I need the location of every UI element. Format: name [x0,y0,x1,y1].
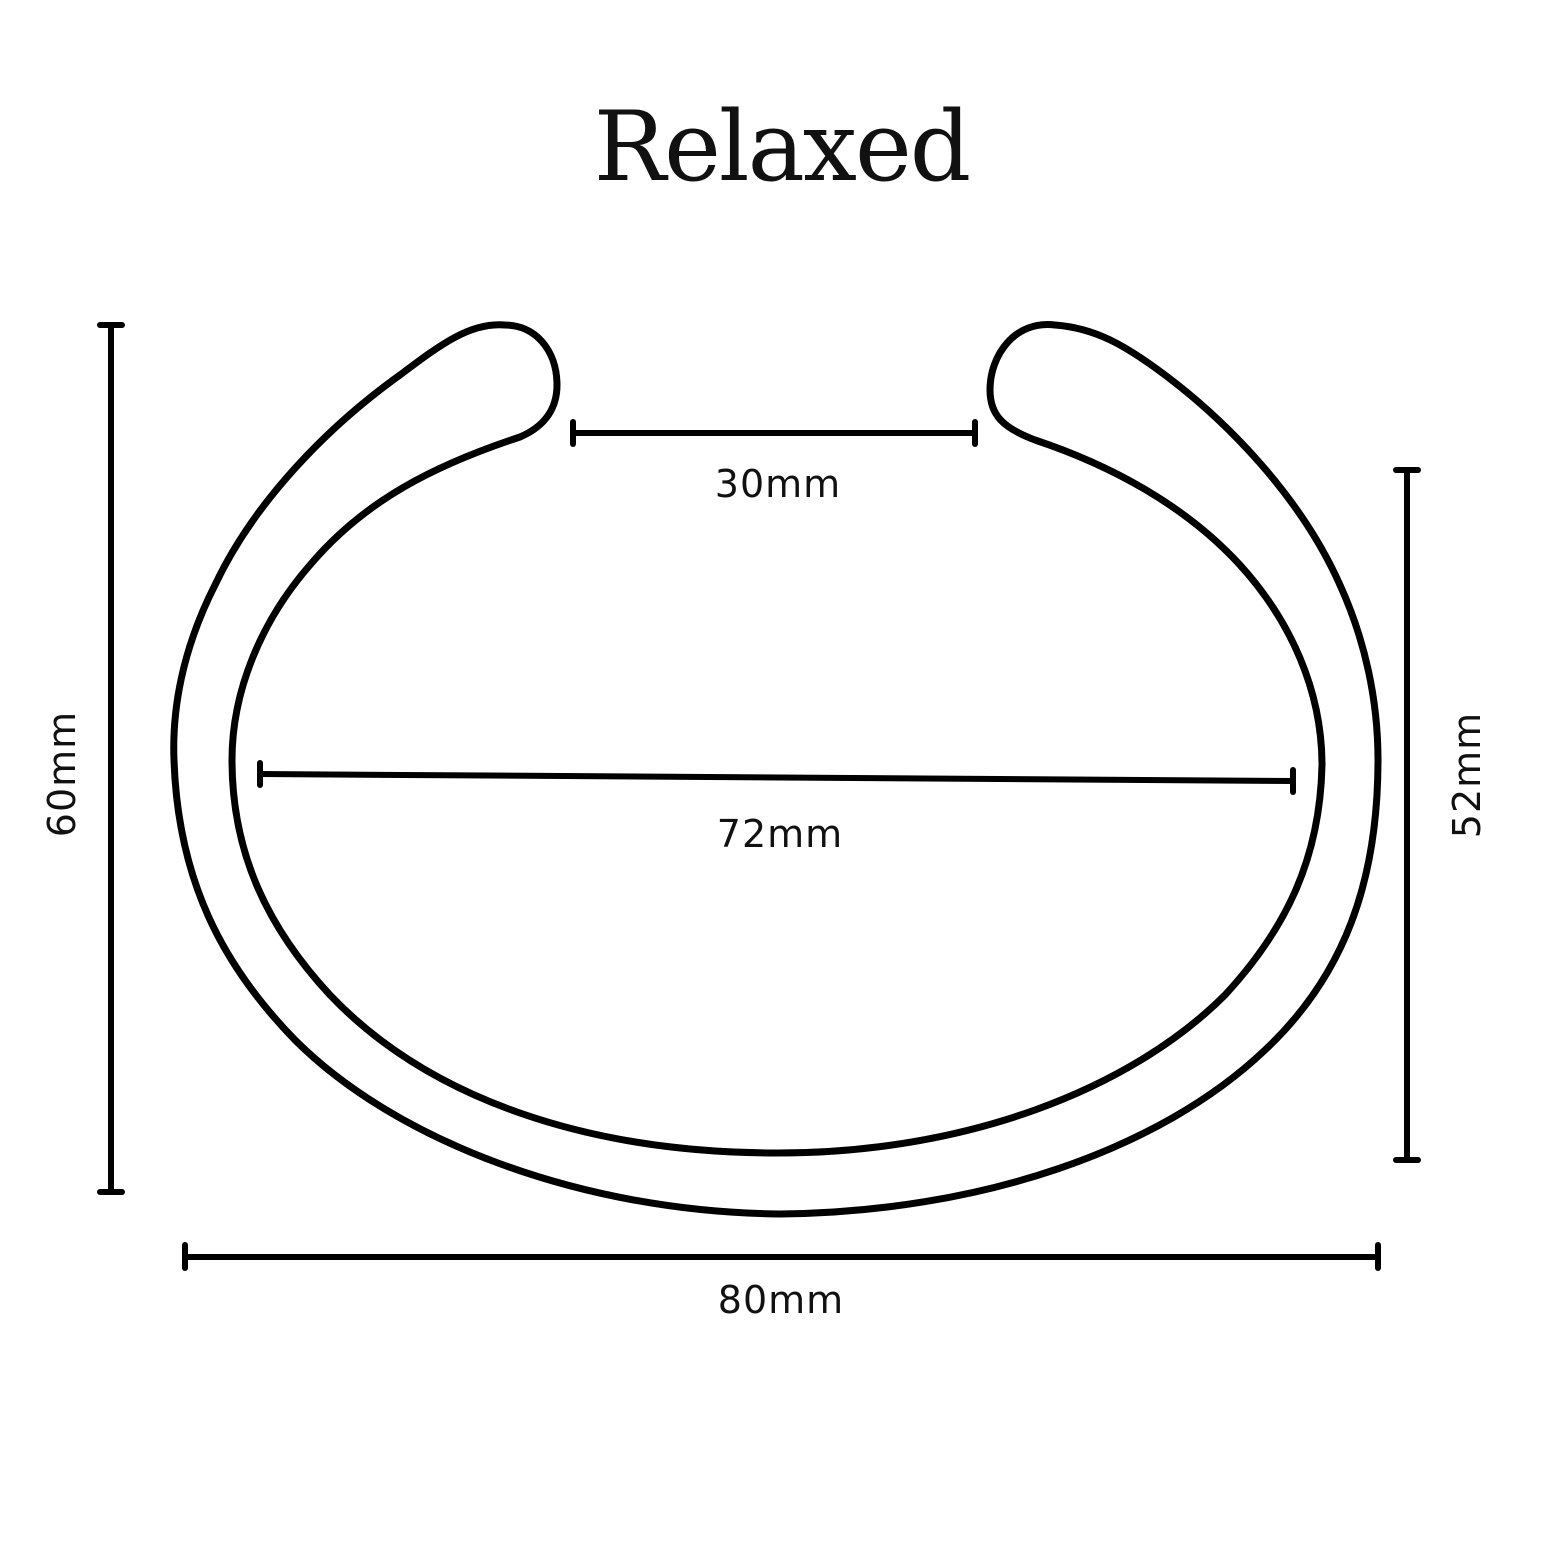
dimension-inner-width-label: 72mm [717,812,843,856]
diagram-title: Relaxed [593,91,971,203]
dimension-outer-height-label: 60mm [40,711,84,837]
dimension-opening: 30mm [570,419,978,506]
dimension-inner-height-label: 52mm [1445,712,1489,838]
dimension-outer-width: 80mm [182,1242,1381,1322]
dimension-outer-height: 60mm [40,322,125,1195]
dimension-outer-width-label: 80mm [718,1278,844,1322]
dimension-inner-height: 52mm [1393,467,1489,1163]
dimension-inner-width-line [257,771,1296,784]
dimension-opening-label: 30mm [715,462,841,506]
dimension-inner-width: 72mm [257,760,1296,856]
cuff-outline [170,321,1382,1218]
